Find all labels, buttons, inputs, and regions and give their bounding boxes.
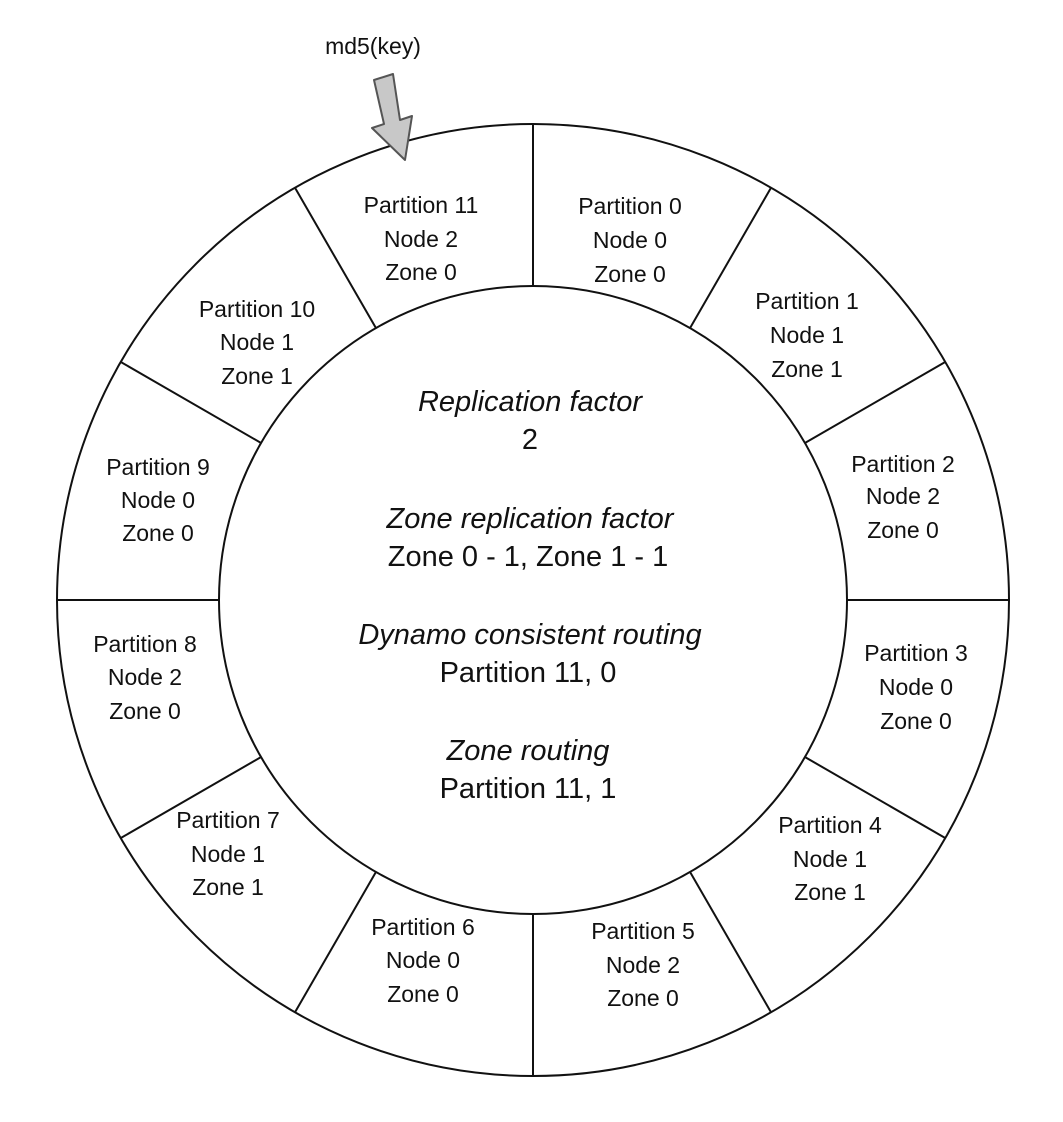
node-label: Node 0 — [386, 947, 460, 973]
partition-label: Partition 6 — [371, 914, 475, 940]
zone-routing-heading: Zone routing — [446, 735, 610, 767]
partition-label: Partition 9 — [106, 454, 210, 480]
partition-label: Partition 4 — [778, 812, 882, 838]
partition-label: Partition 7 — [176, 807, 280, 833]
partition-label: Partition 0 — [578, 193, 682, 219]
partition-segment-0: Partition 0 Node 0 Zone 0 — [578, 193, 682, 287]
dynamo-routing-value: Partition 11, 0 — [440, 657, 617, 689]
zone-label: Zone 1 — [192, 874, 264, 900]
zone-label: Zone 0 — [607, 985, 679, 1011]
replication-factor-value: 2 — [522, 424, 538, 456]
node-label: Node 2 — [866, 483, 940, 509]
partition-label: Partition 8 — [93, 631, 197, 657]
zone-label: Zone 1 — [771, 356, 843, 382]
node-label: Node 1 — [220, 329, 294, 355]
partition-segment-5: Partition 5 Node 2 Zone 0 — [591, 918, 695, 1011]
segment-divider — [120, 361, 262, 444]
node-label: Node 2 — [606, 952, 680, 978]
segment-divider — [804, 361, 946, 444]
zone-label: Zone 0 — [122, 520, 194, 546]
partition-segment-9: Partition 9 Node 0 Zone 0 — [106, 454, 210, 546]
segment-divider — [294, 187, 377, 329]
partition-segment-11: Partition 11 Node 2 Zone 0 — [364, 192, 479, 285]
node-label: Node 0 — [121, 487, 195, 513]
partition-segment-3: Partition 3 Node 0 Zone 0 — [864, 640, 968, 734]
segment-divider — [689, 187, 772, 329]
hash-arrow: md5(key) — [325, 33, 421, 161]
dynamo-routing-heading: Dynamo consistent routing — [358, 619, 701, 651]
zone-label: Zone 1 — [221, 363, 293, 389]
segment-divider — [689, 871, 772, 1013]
partition-label: Partition 1 — [755, 288, 859, 314]
inner-ring — [218, 285, 848, 915]
partition-segment-8: Partition 8 Node 2 Zone 0 — [93, 631, 197, 724]
partition-label: Partition 10 — [199, 296, 315, 322]
partition-segment-2: Partition 2 Node 2 Zone 0 — [851, 451, 955, 543]
zone-routing-value: Partition 11, 1 — [440, 773, 617, 805]
partition-segment-10: Partition 10 Node 1 Zone 1 — [199, 296, 315, 389]
zone-label: Zone 0 — [594, 261, 666, 287]
zone-label: Zone 0 — [109, 698, 181, 724]
node-label: Node 1 — [191, 841, 265, 867]
segment-divider — [804, 756, 946, 839]
node-label: Node 1 — [770, 322, 844, 348]
partition-segments: Partition 0 Node 0 Zone 0 Partition 1 No… — [93, 192, 968, 1011]
zone-label: Zone 0 — [867, 517, 939, 543]
replication-factor-heading: Replication factor — [418, 386, 643, 418]
segment-dividers — [57, 124, 1009, 1076]
node-label: Node 2 — [108, 664, 182, 690]
hash-arrow-caption: md5(key) — [325, 33, 421, 59]
zone-label: Zone 0 — [385, 259, 457, 285]
node-label: Node 0 — [879, 674, 953, 700]
partition-segment-1: Partition 1 Node 1 Zone 1 — [755, 288, 859, 382]
partition-label: Partition 5 — [591, 918, 695, 944]
zone-label: Zone 0 — [880, 708, 952, 734]
segment-divider — [294, 871, 377, 1013]
partition-segment-6: Partition 6 Node 0 Zone 0 — [371, 914, 475, 1007]
zone-label: Zone 1 — [794, 879, 866, 905]
segment-divider — [120, 756, 262, 839]
partition-label: Partition 3 — [864, 640, 968, 666]
zone-replication-value: Zone 0 - 1, Zone 1 - 1 — [388, 541, 668, 573]
partition-segment-4: Partition 4 Node 1 Zone 1 — [778, 812, 882, 905]
partition-label: Partition 11 — [364, 192, 479, 218]
node-label: Node 0 — [593, 227, 667, 253]
partition-label: Partition 2 — [851, 451, 955, 477]
zone-replication-heading: Zone replication factor — [386, 503, 675, 535]
node-label: Node 2 — [384, 226, 458, 252]
center-summary: Replication factor 2 Zone replication fa… — [358, 386, 701, 805]
arrow-down-icon — [371, 73, 413, 161]
node-label: Node 1 — [793, 846, 867, 872]
zone-label: Zone 0 — [387, 981, 459, 1007]
partition-segment-7: Partition 7 Node 1 Zone 1 — [176, 807, 280, 900]
